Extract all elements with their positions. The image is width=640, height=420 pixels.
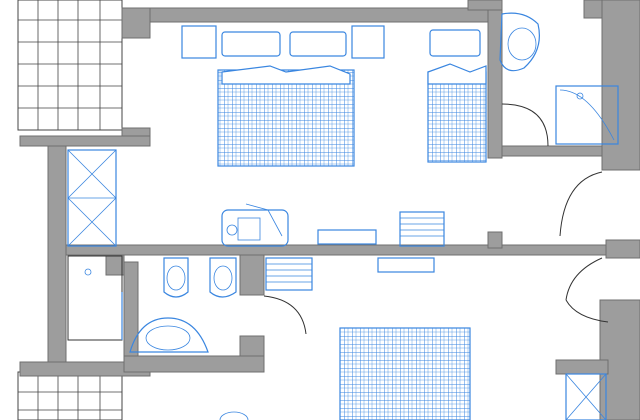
balcony-upper — [17, 0, 123, 131]
entrance — [559, 171, 609, 323]
bathroom-lower — [67, 255, 307, 353]
double-bed — [181, 25, 385, 167]
balcony-lower — [17, 371, 123, 420]
wardrobe-upper — [67, 149, 117, 247]
desk — [221, 203, 445, 247]
walls — [19, 0, 640, 420]
bathroom-upper — [499, 12, 619, 147]
single-bed — [427, 29, 487, 163]
bedroom-lower — [219, 257, 607, 420]
